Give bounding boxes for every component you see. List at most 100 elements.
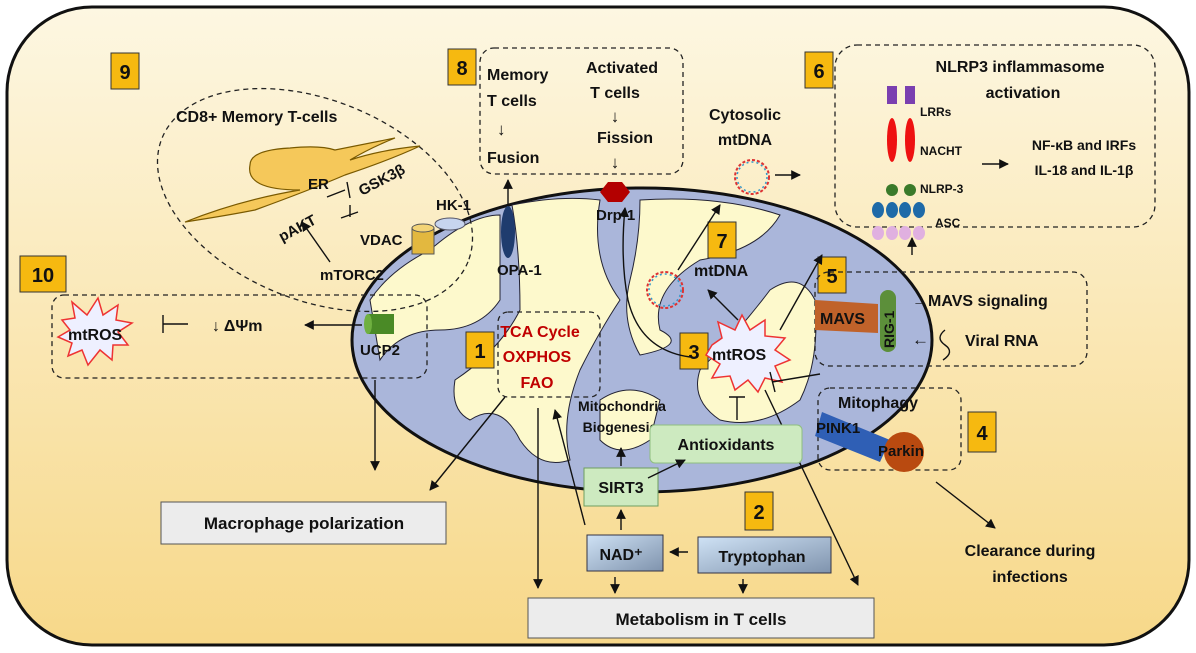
badge-label: 4	[976, 423, 988, 445]
nlrp3-label: NLRP-3	[920, 182, 964, 196]
inhibit-icon	[162, 315, 188, 333]
sirt3-label: SIRT3	[598, 480, 643, 497]
panel-8-fusion-fission: Memory T cells ↓ Fusion Activated T cell…	[479, 47, 684, 279]
nad-box: NAD⁺	[586, 534, 664, 572]
pink1-protein	[815, 412, 890, 462]
nlrp3-title-2: activation	[986, 85, 1061, 102]
mavs-label: MAVS	[820, 311, 865, 328]
badge-label: 3	[688, 342, 699, 364]
antioxidants-label: Antioxidants	[678, 437, 775, 454]
lrrs-label: LRRs	[920, 105, 952, 119]
parkin-protein	[884, 432, 924, 472]
nfkb-irfs-label: NF-κB and IRFs	[1032, 137, 1136, 153]
nlrp3-title: NLRP3 inflammasome	[936, 59, 1105, 76]
badge-8: 8	[447, 48, 477, 86]
pink1-label: PINK1	[816, 420, 860, 437]
mtdna-label: mtDNA	[718, 132, 773, 149]
panel-5-mavs: MAVS RIG-1 →MAVS signaling ← Viral RNA	[814, 271, 1088, 367]
fission-text: Fission	[597, 130, 653, 147]
t-cells-text: T cells	[487, 93, 537, 110]
macrophage-label: Macrophage polarization	[204, 514, 404, 533]
badge-label: 6	[813, 61, 824, 83]
nlrp3-complex-icon	[872, 86, 925, 240]
mavs-signaling-label: →MAVS signaling	[912, 293, 1048, 310]
metabolism-label: Metabolism in T cells	[616, 610, 787, 629]
opa1-protein	[501, 206, 515, 258]
badge-10: 10	[19, 255, 67, 293]
rig1-label: RIG-1	[881, 310, 897, 348]
number-badges: 9 8 6 10 7 5 1 3 4 2	[19, 48, 997, 531]
mitochondrion	[350, 186, 934, 494]
drp1-protein	[600, 182, 630, 202]
nacht-label: NACHT	[920, 144, 963, 158]
fusion-text: Fusion	[487, 150, 539, 167]
parkin-label: Parkin	[878, 443, 924, 460]
er-shape	[184, 137, 421, 223]
mavs-protein	[815, 300, 878, 333]
t-cells-text: T cells	[590, 85, 640, 102]
badge-label: 7	[716, 231, 727, 253]
mitochondria-label: Mitochondria	[578, 398, 666, 414]
arrow-left-icon: ←	[912, 330, 929, 349]
badge-1: 1	[465, 331, 495, 369]
er-label: ER	[308, 176, 329, 193]
arrow-down-icon: ↓	[611, 153, 620, 172]
delta-psi-label: ↓ ΔΨm	[212, 318, 263, 335]
il18-il1b-label: IL-18 and IL-1β	[1035, 162, 1134, 178]
mtros-label: mtROS	[712, 347, 767, 364]
inhibit-icon	[729, 396, 745, 420]
activated-text: Activated	[586, 60, 658, 77]
sirt3-box: SIRT3	[583, 467, 659, 507]
badge-label: 8	[456, 58, 467, 80]
biogenesis-label: Biogenesis	[583, 419, 658, 435]
panel-7-mtdna: mtDNA	[619, 204, 823, 358]
tryptophan-box: Tryptophan	[697, 536, 832, 574]
mtros-burst-icon	[56, 296, 134, 367]
viral-rna-label: Viral RNA	[965, 333, 1039, 350]
badge-label: 5	[826, 266, 837, 288]
arrow-down-icon: ↓	[497, 120, 506, 139]
antioxidants-box: Antioxidants	[649, 424, 803, 464]
tryptophan-label: Tryptophan	[718, 549, 805, 566]
panel-6-nlrp3: NLRP3 inflammasome activation LRRs NACHT…	[834, 44, 1156, 255]
memory-text: Memory	[487, 67, 548, 84]
opa1-label: OPA-1	[497, 262, 542, 279]
panel-1-metabolism: TCA Cycle OXPHOS FAO	[429, 311, 601, 589]
badge-label: 2	[753, 502, 764, 524]
infections-label: infections	[992, 569, 1068, 586]
arrow-down-icon: ↓	[611, 107, 620, 126]
mtros-burst-icon	[704, 313, 792, 394]
badge-3: 3	[679, 332, 709, 370]
rig1-protein	[880, 290, 896, 352]
oxphos-label: OXPHOS	[503, 349, 572, 366]
mtorc2-label: mTORC2	[320, 267, 384, 284]
metabolism-t-cells-box: Metabolism in T cells	[527, 597, 875, 639]
drp1-label: Drp-1	[596, 207, 635, 224]
tca-cycle-label: TCA Cycle	[500, 324, 580, 341]
mtdna-label: mtDNA	[694, 263, 749, 280]
hk1-label: HK-1	[436, 197, 471, 214]
badge-4: 4	[967, 411, 997, 453]
viral-rna-icon	[939, 329, 951, 361]
inhibit-icon	[769, 371, 821, 393]
badge-label: 1	[474, 341, 485, 363]
badge-6: 6	[804, 51, 834, 89]
panel-3-mtros: mtROS	[704, 313, 859, 586]
fao-label: FAO	[521, 375, 554, 392]
badge-label: 10	[32, 265, 54, 287]
asc-label: ASC	[935, 216, 961, 230]
badge-label: 9	[119, 62, 130, 84]
panel-4-mitophagy: Mitophagy PINK1 Parkin	[815, 387, 996, 529]
badge-9: 9	[110, 52, 140, 90]
mitophagy-label: Mitophagy	[838, 395, 918, 412]
cytosolic-label: Cytosolic	[709, 107, 781, 124]
panel-10-mtros: mtROS ↓ ΔΨm UCP2	[51, 294, 428, 471]
vdac-channel	[411, 223, 435, 255]
badge-5: 5	[817, 256, 847, 294]
macrophage-polarization-box: Macrophage polarization	[160, 501, 447, 545]
clearance-label: Clearance during	[965, 543, 1096, 560]
vdac-label: VDAC	[360, 232, 403, 249]
panel9-title: CD8+ Memory T-cells	[176, 109, 338, 126]
mtros-label: mtROS	[68, 327, 123, 344]
